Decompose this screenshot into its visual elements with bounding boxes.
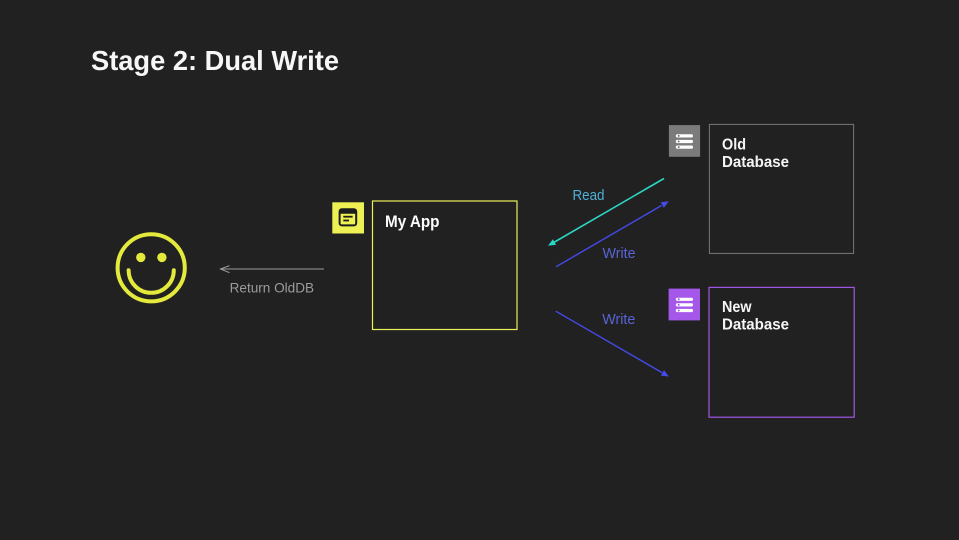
svg-text:Stage 2: Dual Write: Stage 2: Dual Write [91,45,339,76]
svg-text:Old: Old [722,136,746,153]
svg-text:Database: Database [722,154,789,171]
svg-text:Return OldDB: Return OldDB [230,280,315,296]
svg-text:My App: My App [385,212,440,231]
svg-text:Write: Write [603,245,636,262]
svg-text:Database: Database [722,317,789,334]
svg-text:Write: Write [602,311,635,328]
svg-text:New: New [722,299,752,316]
svg-text:Read: Read [573,187,605,204]
